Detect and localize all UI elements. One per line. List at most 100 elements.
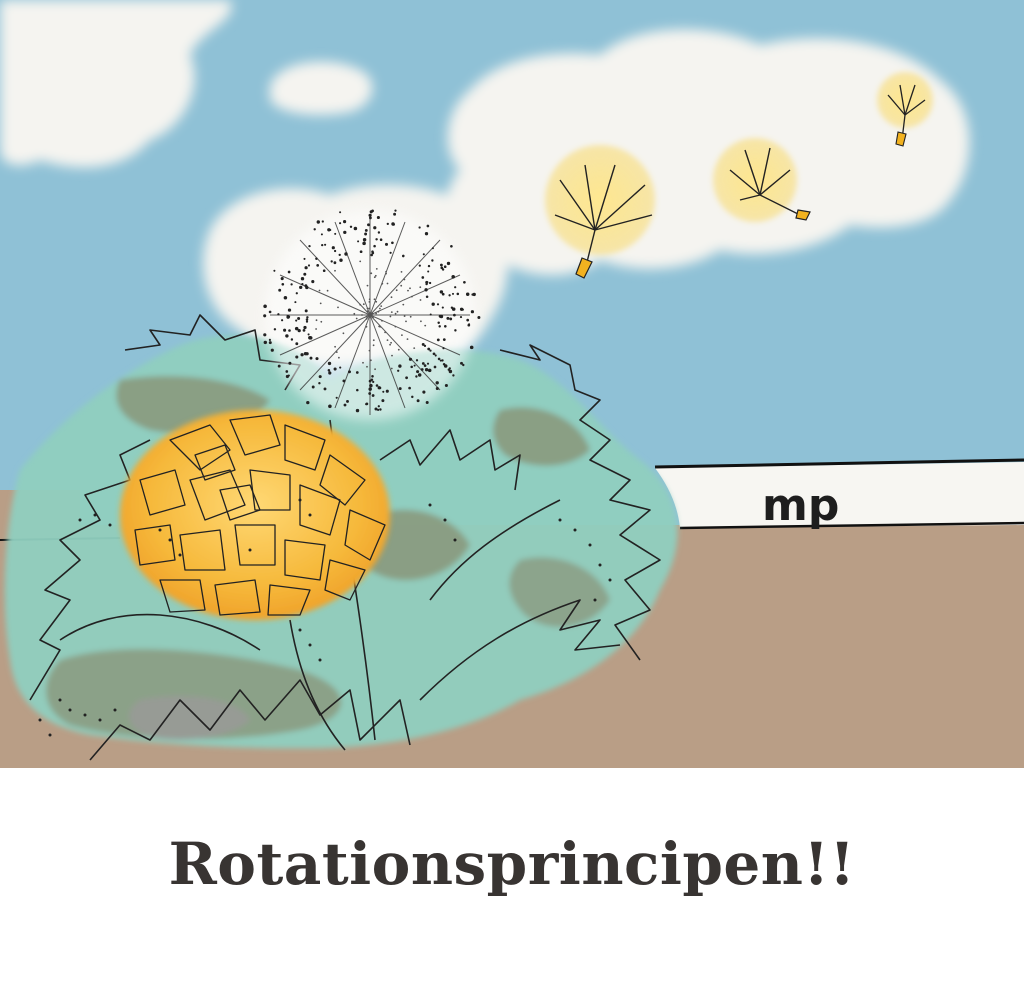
- seedhead-dot: [362, 241, 366, 246]
- seedhead-dot: [443, 265, 447, 269]
- seedhead-dot: [405, 376, 408, 380]
- seedhead-dot: [288, 329, 291, 332]
- seedhead-dot: [278, 288, 282, 292]
- seedhead-dot: [436, 303, 440, 306]
- seedhead-dot: [366, 307, 369, 310]
- seedhead-dot: [386, 282, 389, 285]
- seedhead-dot: [394, 325, 397, 328]
- seedhead-dot: [375, 300, 378, 303]
- seedhead-dot: [299, 285, 303, 290]
- seedhead-dot: [439, 314, 444, 319]
- seedhead-dot: [285, 334, 289, 338]
- seedhead-dot: [423, 344, 427, 348]
- wall-bottom-line: [679, 521, 1024, 530]
- seedhead-dot: [327, 369, 331, 372]
- seedhead-dot: [307, 264, 311, 267]
- seedhead-dot: [375, 238, 378, 241]
- seedhead-dot: [422, 390, 426, 394]
- seedhead-dot: [368, 301, 371, 303]
- seedhead-dot: [477, 316, 481, 319]
- seedhead-dot: [420, 368, 424, 371]
- leaf-dots: [38, 503, 612, 737]
- wall-icon: mp: [0, 458, 1024, 541]
- seedhead-dot: [462, 363, 465, 367]
- seedhead-dot: [370, 272, 373, 275]
- seedhead-dot: [316, 220, 320, 224]
- seedhead-dot: [353, 226, 358, 231]
- seedhead-dot: [449, 317, 453, 321]
- seedhead-dot: [411, 395, 414, 399]
- seedhead-dot: [366, 310, 369, 313]
- seedhead-dot: [468, 323, 471, 326]
- seedhead-dot: [428, 281, 432, 285]
- seedhead-dot: [369, 314, 372, 317]
- seedhead-dot: [327, 228, 331, 232]
- seedhead-dot: [390, 296, 393, 299]
- flower-dots: [158, 498, 312, 557]
- seedhead-dot: [324, 243, 327, 246]
- seedhead-dot: [326, 289, 329, 292]
- seedhead-dot: [426, 362, 430, 365]
- seedhead-dot: [334, 232, 337, 235]
- seedhead-rays: [270, 215, 470, 415]
- dandelion-flower-icon: [120, 410, 390, 620]
- seedhead-dot: [335, 351, 338, 353]
- artist-signature: mp: [762, 480, 839, 531]
- seedhead-dot: [444, 383, 448, 388]
- seedhead-dot: [448, 294, 451, 297]
- seedhead-dot: [381, 282, 384, 285]
- seedhead-dot: [368, 392, 372, 395]
- stem-1: [289, 619, 346, 751]
- seedhead-dot: [295, 292, 298, 295]
- leaf-grey-patch: [129, 696, 250, 740]
- seedhead-dot: [429, 313, 432, 316]
- seedhead-dot: [343, 403, 347, 407]
- leaf-shadow-5: [509, 557, 610, 627]
- seedhead-dot: [386, 222, 389, 226]
- seedhead-dot: [369, 210, 373, 214]
- seedhead-dot: [391, 354, 393, 357]
- seedhead-dot: [362, 303, 365, 306]
- seedhead-dot: [353, 312, 356, 315]
- seedhead-dot: [374, 368, 376, 371]
- seedhead-dot: [263, 304, 267, 309]
- seedhead-dot: [454, 329, 457, 332]
- seedhead-dot: [463, 280, 466, 284]
- seedhead-dot: [427, 270, 430, 273]
- seedhead-dot: [375, 384, 379, 387]
- seedhead-dot: [391, 241, 394, 245]
- seedhead-dot: [343, 220, 347, 224]
- seedhead-dot: [403, 315, 406, 317]
- seedhead-dot: [408, 386, 411, 390]
- seedhead-dot: [402, 254, 405, 258]
- leaf-vein-2: [59, 613, 261, 651]
- seedhead-dot: [397, 348, 400, 351]
- dandelion-seedhead-icon: [263, 209, 481, 420]
- seedhead-dot: [342, 379, 346, 383]
- leaf-outline-middle: [379, 429, 521, 491]
- watercolor-illustration: mp: [0, 0, 1024, 768]
- seedhead-dot: [375, 312, 377, 315]
- seedhead-dot: [416, 370, 420, 374]
- seedhead-dot: [433, 365, 437, 369]
- seedhead-dot: [263, 333, 267, 337]
- seedhead-dot: [368, 307, 371, 310]
- seedhead-dot: [379, 238, 383, 241]
- seedhead-dot: [405, 320, 407, 323]
- seedhead-dot: [368, 213, 372, 217]
- seedhead-dot: [471, 293, 474, 296]
- seedhead-dot: [419, 299, 422, 301]
- seedhead-dot: [359, 250, 363, 254]
- seedhead-dot: [315, 328, 317, 330]
- seedhead-dot: [334, 345, 336, 348]
- seedhead-dot: [377, 405, 380, 408]
- seedhead-dot: [394, 312, 397, 315]
- seedhead-dot: [418, 264, 421, 267]
- seedhead-dot: [308, 336, 313, 340]
- seedhead-dot: [429, 349, 432, 352]
- seedhead-dot: [356, 388, 359, 392]
- seedhead-dot: [343, 230, 347, 235]
- seedhead-dot: [421, 342, 425, 346]
- seedhead-dot: [295, 355, 299, 359]
- seedhead-dot: [277, 364, 281, 368]
